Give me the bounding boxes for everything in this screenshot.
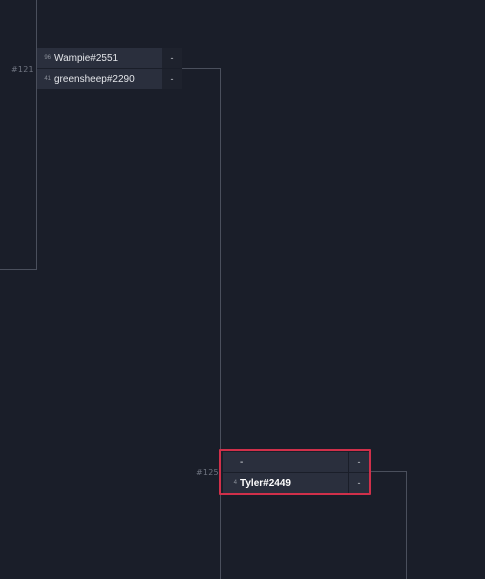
player-seed: 4 bbox=[233, 480, 237, 486]
player-score: - bbox=[349, 452, 369, 472]
match-121-player-row[interactable]: 96 Wampie#2551 - bbox=[37, 48, 182, 68]
player-score: - bbox=[162, 69, 182, 89]
connector-line-121-out bbox=[182, 68, 221, 69]
player-name: Tyler#2449 bbox=[240, 477, 291, 489]
connector-line-125-down bbox=[406, 471, 407, 579]
match-number-121: #121 bbox=[11, 65, 34, 74]
match-125-player-row[interactable]: 4 Tyler#2449 - bbox=[223, 473, 369, 493]
match-121-player-row[interactable]: 41 greensheep#2290 - bbox=[37, 69, 182, 89]
match-highlight-box bbox=[219, 449, 371, 495]
player-score: - bbox=[162, 48, 182, 68]
player-name: greensheep#2290 bbox=[54, 73, 135, 85]
player-seed: 96 bbox=[44, 55, 51, 61]
match-number-125: #125 bbox=[196, 468, 219, 477]
player-score: - bbox=[349, 473, 369, 493]
connector-line-left-horizontal bbox=[0, 269, 37, 270]
connector-line-121-to-125 bbox=[220, 68, 221, 579]
player-cell[interactable]: 96 Wampie#2551 bbox=[37, 48, 162, 68]
match-125[interactable]: - - 4 Tyler#2449 - bbox=[223, 452, 369, 493]
player-cell[interactable]: 4 Tyler#2449 bbox=[223, 473, 348, 493]
match-125-player-row[interactable]: - - bbox=[223, 452, 369, 472]
player-seed: 41 bbox=[44, 76, 51, 82]
player-cell[interactable]: 41 greensheep#2290 bbox=[37, 69, 162, 89]
match-121[interactable]: 96 Wampie#2551 - 41 greensheep#2290 - bbox=[37, 48, 182, 89]
player-name: Wampie#2551 bbox=[54, 52, 119, 64]
connector-line-125-out bbox=[370, 471, 407, 472]
player-name: - bbox=[240, 456, 244, 468]
connector-line-left-vertical bbox=[36, 0, 37, 270]
player-cell[interactable]: - bbox=[223, 452, 348, 472]
